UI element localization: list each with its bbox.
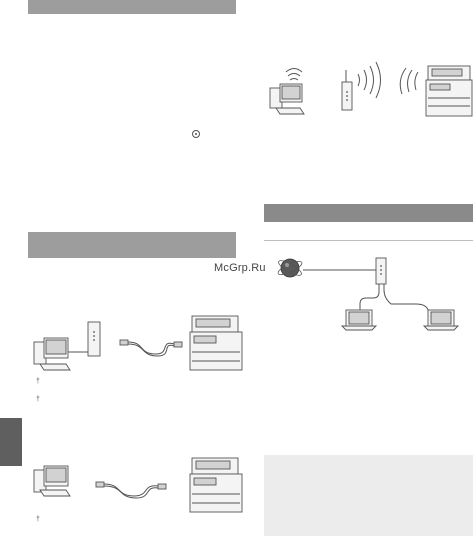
laptop-icon xyxy=(422,309,460,331)
network-diagram-illustration xyxy=(277,257,460,331)
section-header-bar-top xyxy=(28,0,236,14)
section-header-bar-right xyxy=(264,204,473,222)
desktop-computer-icon xyxy=(269,83,305,115)
router-icon xyxy=(341,70,353,111)
cable-icon xyxy=(119,339,183,357)
watermark-text: McGrp.Ru xyxy=(214,262,266,274)
router-icon xyxy=(87,321,101,357)
section-header-bar-wired xyxy=(28,232,236,258)
footnote-mark: † xyxy=(36,516,40,523)
cable-icon xyxy=(95,481,167,499)
footnote-mark: † xyxy=(36,396,40,403)
desktop-computer-icon xyxy=(33,465,71,497)
note-box xyxy=(264,455,473,536)
section-divider-rule xyxy=(264,240,473,241)
internet-globe-icon xyxy=(277,258,303,278)
wired-setup-illustration xyxy=(33,315,243,371)
desktop-computer-icon xyxy=(33,337,71,371)
multifunction-printer-icon xyxy=(189,457,243,513)
wireless-waves-icon xyxy=(399,67,419,95)
laptop-icon xyxy=(340,309,378,331)
wireless-waves-icon xyxy=(357,61,381,99)
chapter-tab xyxy=(0,418,22,466)
router-icon xyxy=(375,257,387,285)
wireless-setup-illustration xyxy=(269,61,473,117)
circle-bullet-icon xyxy=(192,130,200,138)
footnote-mark: † xyxy=(36,378,40,385)
multifunction-printer-icon xyxy=(189,315,243,371)
multifunction-printer-icon xyxy=(425,65,473,117)
usb-setup-illustration xyxy=(33,457,243,513)
wireless-waves-icon xyxy=(285,68,303,81)
